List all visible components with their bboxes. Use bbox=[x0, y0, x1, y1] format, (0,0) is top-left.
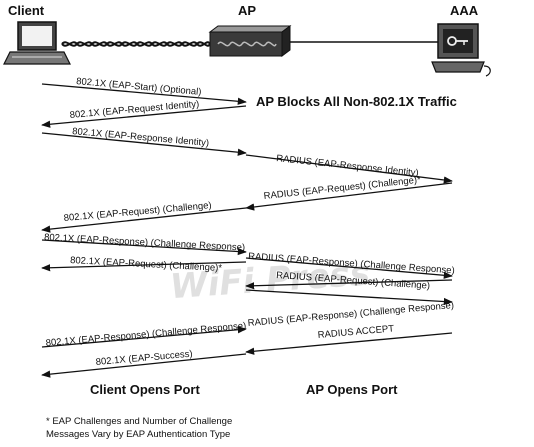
msg-label-eap-challenge-response-2: 802.1X (EAP-Response) (Challenge Respons… bbox=[45, 320, 246, 348]
msg-arrow-eap-response-identity bbox=[41, 132, 247, 156]
msg-label-radius-accept: RADIUS ACCEPT bbox=[317, 323, 394, 341]
msg-arrow-radius-challenge bbox=[245, 182, 453, 211]
msg-label-radius-response-identity: RADIUS (EAP-Response Identity) bbox=[276, 153, 419, 179]
msg-arrow-eap-request-identity bbox=[41, 105, 247, 128]
msg-arrow-radius-response-identity bbox=[245, 154, 453, 184]
msg-arrow-eap-challenge-response-2 bbox=[41, 326, 247, 348]
msg-arrow-eap-success bbox=[41, 353, 247, 378]
msg-label-radius-challenge: RADIUS (EAP-Request) (Challenge)* bbox=[263, 175, 421, 202]
msg-arrow-eap-challenge bbox=[41, 207, 247, 233]
client-opens-port-label: Client Opens Port bbox=[90, 382, 200, 397]
msg-arrow-eap-start bbox=[41, 83, 247, 105]
msg-arrow-radius-accept bbox=[245, 332, 453, 355]
msg-arrow-radius-challenge-response bbox=[245, 257, 453, 279]
ap-opens-port-label: AP Opens Port bbox=[306, 382, 398, 397]
msg-arrow-radius-challenge-response-2 bbox=[245, 289, 453, 306]
wireless-link bbox=[61, 41, 211, 47]
msg-arrow-radius-challenge-2 bbox=[245, 279, 453, 290]
msg-label-eap-challenge: 802.1X (EAP-Request) (Challenge) bbox=[63, 200, 212, 224]
msg-arrow-eap-challenge-2 bbox=[41, 261, 247, 272]
client-label: Client bbox=[8, 3, 45, 18]
laptop-icon bbox=[3, 21, 71, 65]
aaa-server-icon bbox=[431, 23, 491, 77]
msg-label-eap-challenge-2: 802.1X (EAP-Request) (Challenge)* bbox=[70, 255, 223, 274]
msg-label-eap-start: 802.1X (EAP-Start) (Optional) bbox=[76, 76, 202, 98]
ap-label: AP bbox=[238, 3, 256, 18]
msg-label-radius-challenge-response-2: RADIUS (EAP-Response) (Challenge Respons… bbox=[247, 300, 454, 329]
ap-blocks-note: AP Blocks All Non-802.1X Traffic bbox=[256, 94, 457, 109]
msg-arrow-eap-challenge-response bbox=[41, 239, 247, 256]
footnote-line-1: * EAP Challenges and Number of Challenge bbox=[46, 416, 232, 427]
aaa-label: AAA bbox=[450, 3, 479, 18]
msg-label-eap-request-identity: 802.1X (EAP-Request Identity) bbox=[69, 99, 199, 121]
msg-label-eap-challenge-response: 802.1X (EAP-Response) (Challenge Respons… bbox=[44, 232, 246, 254]
access-point-icon bbox=[208, 25, 292, 57]
msg-label-eap-response-identity: 802.1X (EAP-Response Identity) bbox=[72, 126, 210, 149]
footnote-line-2: Messages Vary by EAP Authentication Type bbox=[46, 429, 230, 440]
